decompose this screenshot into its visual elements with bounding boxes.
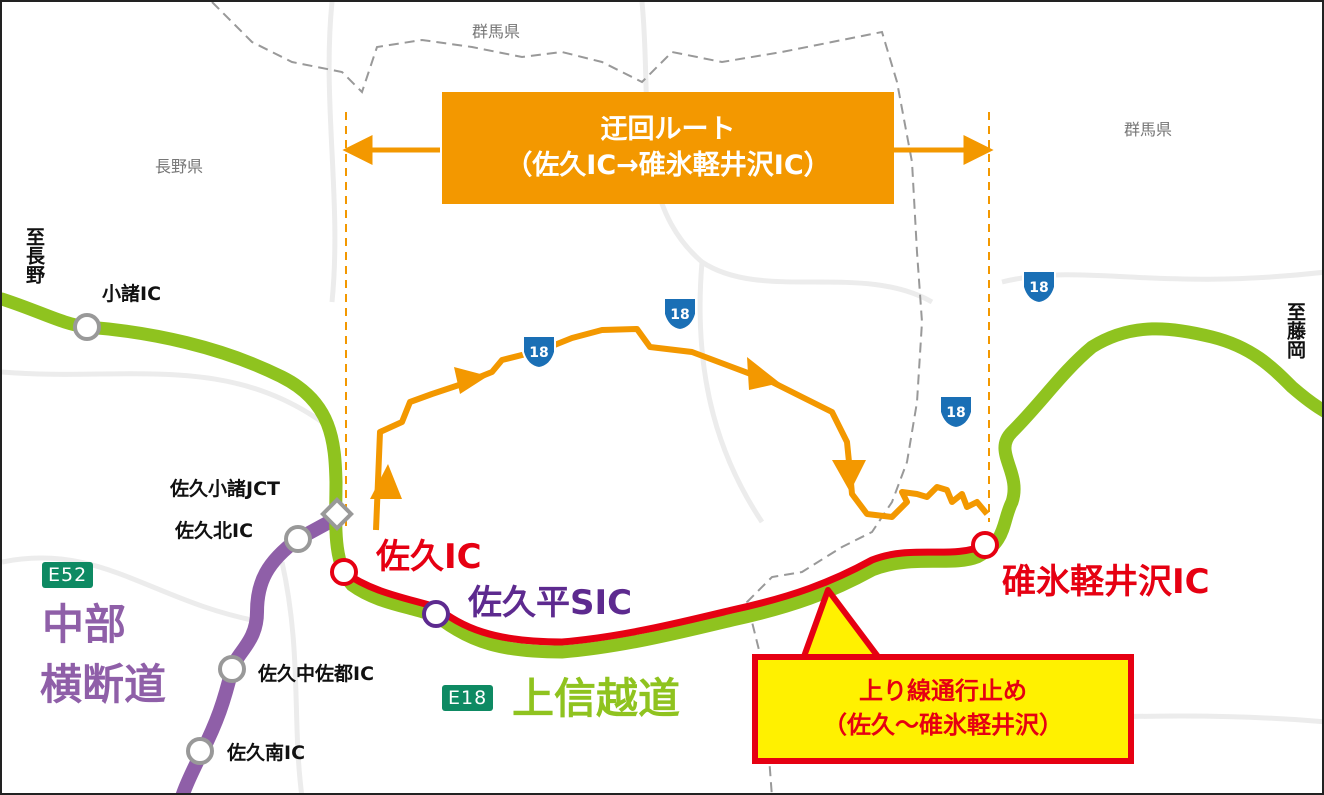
direction-to-nagano: 至長野 — [23, 227, 45, 284]
saku-komoro-jct-label: 佐久小諸JCT — [170, 478, 280, 500]
detour-route — [373, 326, 990, 531]
saku-kita-ic-label: 佐久北IC — [175, 520, 254, 542]
route-shield-label: 18 — [1029, 280, 1048, 296]
usui-karuizawa-ic-label: 碓氷軽井沢IC — [1002, 562, 1210, 602]
saku-minami-ic-marker[interactable] — [186, 737, 214, 765]
prefecture-label-nagano: 長野県 — [155, 157, 204, 176]
route-shield-icon — [522, 335, 556, 370]
closure-section: （佐久～碓氷軽井沢） — [823, 711, 1063, 739]
closure-callout: 上り線通行止め （佐久～碓氷軽井沢） — [752, 654, 1134, 764]
closure-title: 上り線通行止め — [859, 677, 1027, 706]
usui-karuizawa-ic-marker[interactable] — [971, 531, 999, 559]
saku-komoro-jct-marker[interactable] — [320, 497, 354, 531]
prefecture-boundary — [211, 2, 924, 793]
sakudaira-sic-marker[interactable] — [422, 600, 450, 628]
komoro-ic-label: 小諸IC — [102, 283, 162, 305]
route-shield-label: 18 — [529, 345, 548, 361]
prefecture-label-gunma: 群馬県 — [472, 22, 521, 41]
detour-title: 迂回ルート — [600, 113, 736, 145]
arrow-icon — [370, 464, 402, 499]
route-shield-label: 18 — [946, 405, 965, 421]
detour-extent-guides — [345, 112, 990, 532]
komoro-ic-marker[interactable] — [73, 313, 101, 341]
route-shield-icon — [939, 395, 973, 430]
chubu-odan-name: 中部 — [42, 600, 127, 649]
saku-ic-marker[interactable] — [330, 558, 358, 586]
route-shield-icon — [663, 297, 697, 332]
detour-extent-arrows — [342, 134, 994, 166]
prefecture-label-gunma: 群馬県 — [1124, 120, 1173, 139]
route-18-shields — [522, 270, 1056, 430]
chubu-odan-name: 横断道 — [40, 660, 167, 709]
saku-ic-label: 佐久IC — [376, 537, 482, 577]
detour-route-box: 迂回ルート （佐久IC→碓氷軽井沢IC） — [442, 92, 894, 204]
arrow-icon — [747, 357, 780, 390]
route-shield-icon — [1022, 270, 1056, 305]
direction-arrows — [370, 357, 866, 499]
joshinetsu-expressway — [2, 292, 1322, 659]
joshinetsu-name: 上信越道 — [512, 674, 681, 723]
route-shield-label: 18 — [670, 307, 689, 323]
saku-minami-ic-label: 佐久南IC — [227, 742, 306, 764]
saku-kita-ic-marker[interactable] — [284, 525, 312, 553]
saku-nakasato-ic-label: 佐久中佐都IC — [258, 663, 375, 685]
sakudaira-sic-label: 佐久平SIC — [468, 583, 633, 623]
direction-to-fujioka: 至藤岡 — [1284, 302, 1306, 359]
e52-badge: E52 — [42, 562, 94, 588]
detour-subtitle: （佐久IC→碓氷軽井沢IC） — [505, 150, 831, 181]
arrow-icon — [832, 460, 866, 492]
arrow-icon — [454, 367, 488, 394]
e18-badge: E18 — [442, 685, 494, 711]
saku-nakasato-ic-marker[interactable] — [218, 655, 246, 683]
